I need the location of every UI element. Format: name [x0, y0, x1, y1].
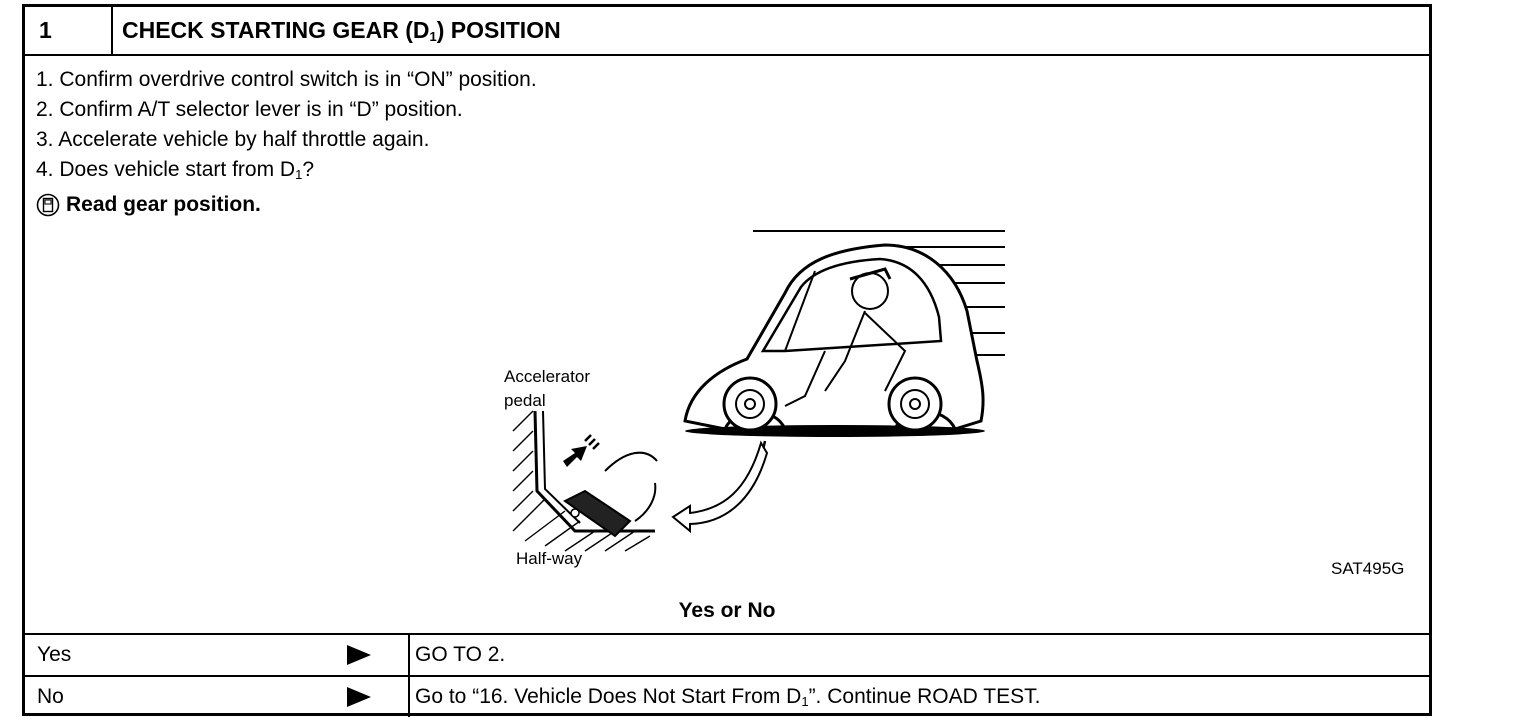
play-arrow-icon: [347, 687, 371, 707]
answer-yes: Yes: [37, 643, 72, 666]
result-row-yes: Yes GO TO 2.: [25, 633, 1429, 675]
instruction-step: 1. Confirm overdrive control switch is i…: [36, 68, 537, 91]
instruction-step: 2. Confirm A/T selector lever is in “D” …: [36, 98, 463, 121]
note-text: Read gear position.: [66, 193, 261, 216]
consult-icon: [36, 193, 60, 217]
action-yes: GO TO 2.: [415, 643, 506, 666]
step-title: CHECK STARTING GEAR (D1) POSITION: [122, 17, 561, 44]
label-pedal: pedal: [504, 391, 546, 410]
action-no: Go to “16. Vehicle Does Not Start From D…: [415, 685, 1041, 709]
result-row-no: No Go to “16. Vehicle Does Not Start Fro…: [25, 675, 1429, 717]
procedure-table: 1 CHECK STARTING GEAR (D1) POSITION 1. C…: [22, 4, 1432, 717]
question-label: Yes or No: [678, 599, 776, 622]
instruction-list: 1. Confirm overdrive control switch is i…: [36, 65, 537, 220]
label-halfway: Half-way: [516, 549, 583, 568]
step-number: 1: [25, 7, 113, 54]
note-line: Read gear position.: [36, 190, 537, 220]
answer-no: No: [37, 685, 64, 708]
instruction-step: 3. Accelerate vehicle by half throttle a…: [36, 128, 430, 151]
car-illustration: [512, 230, 1005, 552]
play-arrow-icon: [347, 645, 371, 665]
step-header: 1 CHECK STARTING GEAR (D1) POSITION: [25, 7, 1429, 56]
label-accelerator: Accelerator: [504, 367, 590, 386]
instruction-step: 4. Does vehicle start from D1?: [36, 158, 315, 182]
figure-id: SAT495G: [1331, 559, 1405, 578]
